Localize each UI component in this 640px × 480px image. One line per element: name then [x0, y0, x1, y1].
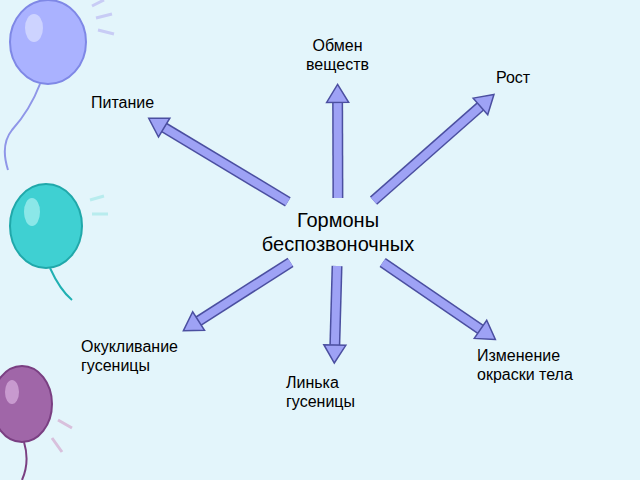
- arrow-head: [327, 84, 349, 102]
- block-arrow: [149, 118, 288, 202]
- arrow-shaft: [383, 263, 481, 330]
- arrow-shaft: [334, 102, 342, 198]
- effect-label: Окукливание гусеницы: [78, 335, 209, 377]
- node-text: Изменение окраски тела: [477, 346, 589, 384]
- arrow-head: [183, 312, 204, 331]
- arrow-outline: [164, 128, 288, 202]
- balloon-purple: [0, 366, 72, 480]
- effect-label: Линька гусеницы: [283, 371, 384, 413]
- effect-label: Обмен веществ: [287, 34, 388, 76]
- arrow-outline: [335, 266, 337, 345]
- block-arrow: [183, 262, 290, 330]
- balloon-teal: [10, 184, 108, 300]
- effect-label: Питание: [88, 91, 157, 114]
- arrow-outline: [383, 263, 481, 330]
- node-text: Окукливание гусеницы: [81, 337, 206, 375]
- arrow-outline: [373, 106, 480, 200]
- node-text: Линька гусеницы: [286, 373, 381, 411]
- arrow-head: [474, 320, 495, 339]
- block-arrow: [327, 84, 349, 198]
- arrow-head: [473, 94, 494, 114]
- balloon-blue: [5, 0, 114, 170]
- arrow-outline: [199, 262, 291, 321]
- arrow-outline: [332, 102, 343, 198]
- node-text: Питание: [91, 93, 154, 112]
- node-text: Обмен веществ: [290, 36, 385, 74]
- node-text: Рост: [496, 68, 530, 87]
- arrow-shaft: [335, 266, 337, 345]
- arrow-head: [324, 345, 346, 363]
- arrow-shaft: [199, 262, 291, 321]
- block-arrow: [324, 266, 346, 363]
- arrow-shaft: [373, 106, 480, 200]
- effect-label: Изменение окраски тела: [474, 344, 592, 386]
- block-arrow: [373, 94, 493, 200]
- node-text: Гормоны беспозвоночных: [238, 208, 438, 256]
- block-arrow: [383, 263, 496, 340]
- central-topic: Гормоны беспозвоночных: [235, 206, 441, 258]
- effect-label: Рост: [493, 66, 533, 89]
- arrow-head: [149, 118, 170, 137]
- arrow-shaft: [164, 128, 288, 202]
